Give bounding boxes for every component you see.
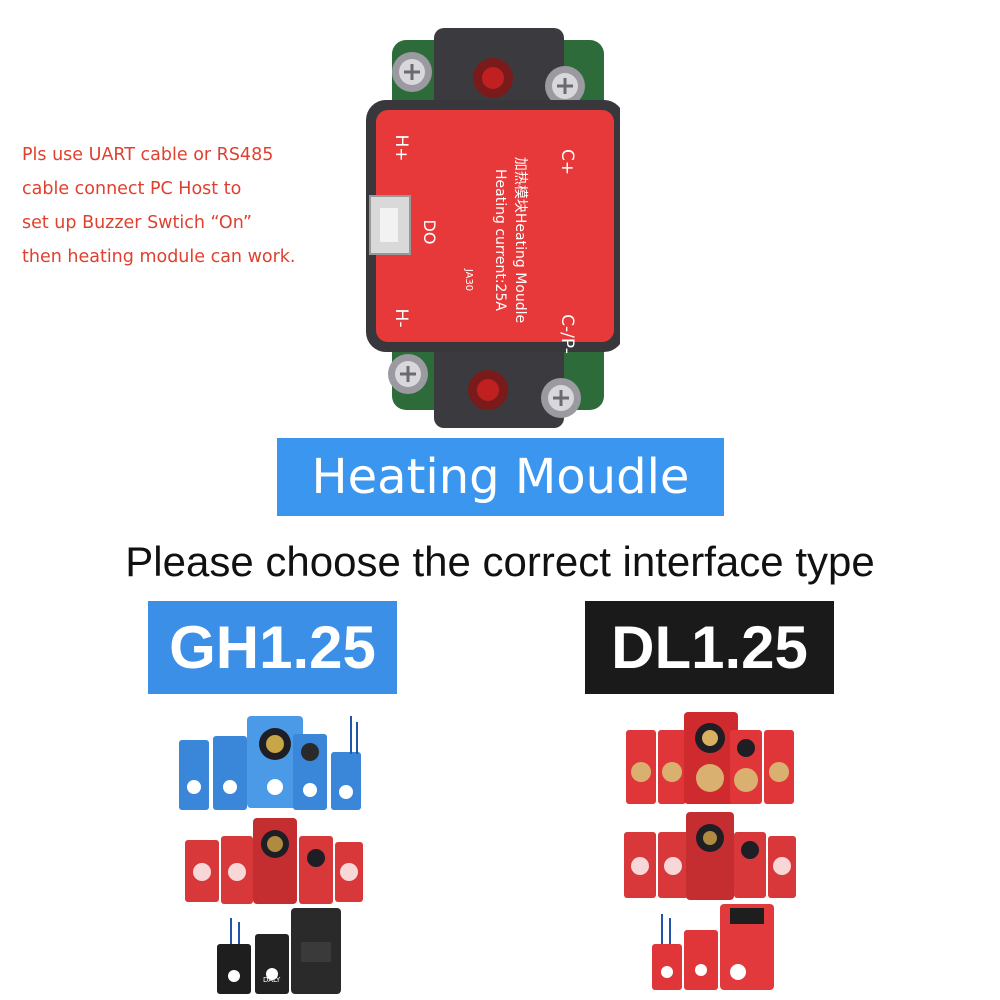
dl125-boards-image bbox=[624, 712, 796, 990]
screw-icon bbox=[392, 52, 432, 92]
interface-prompt: Please choose the correct interface type bbox=[125, 538, 875, 585]
brand-label: DALY bbox=[263, 976, 281, 984]
module-label bbox=[376, 110, 614, 342]
blue-bms-row bbox=[179, 716, 361, 810]
gh125-boards-image: DALY bbox=[179, 716, 363, 994]
h-plus-label: H+ bbox=[391, 134, 411, 161]
red-bms-row bbox=[185, 818, 363, 904]
h-minus-label: H- bbox=[391, 309, 411, 328]
note-line: cable connect PC Host to bbox=[22, 179, 242, 199]
c-minus-label: C-/P- bbox=[557, 314, 577, 354]
screw-icon bbox=[388, 354, 428, 394]
banner-text: Heating Moudle bbox=[311, 449, 690, 505]
heating-module-image: H+ C+ DO H- C-/P- 加热模块Heating Moudle Hea… bbox=[366, 28, 620, 428]
dl125-option[interactable]: DL1.25 bbox=[585, 601, 834, 694]
note-line: Pls use UART cable or RS485 bbox=[22, 145, 274, 165]
module-print-line: Heating current:25A bbox=[492, 169, 508, 311]
screw-icon bbox=[541, 378, 581, 418]
module-print-line: 加热模块Heating Moudle bbox=[512, 157, 528, 323]
red-bms-row bbox=[626, 712, 794, 804]
screw-icon bbox=[545, 66, 585, 106]
dl125-label: DL1.25 bbox=[611, 614, 808, 681]
instruction-note: Pls use UART cable or RS485 cable connec… bbox=[22, 138, 352, 274]
red-bms-row bbox=[652, 904, 774, 990]
red-bms-row bbox=[624, 812, 796, 900]
black-bms-row bbox=[217, 908, 341, 994]
gh125-label: GH1.25 bbox=[169, 614, 376, 681]
gh125-option[interactable]: GH1.25 bbox=[148, 601, 397, 694]
module-print-line: JA30 bbox=[463, 268, 474, 291]
heating-module-banner: Heating Moudle bbox=[277, 438, 724, 516]
note-line: then heating module can work. bbox=[22, 247, 296, 267]
c-plus-label: C+ bbox=[557, 149, 577, 175]
note-line: set up Buzzer Swtich “On” bbox=[22, 213, 252, 233]
do-label: DO bbox=[420, 220, 439, 245]
